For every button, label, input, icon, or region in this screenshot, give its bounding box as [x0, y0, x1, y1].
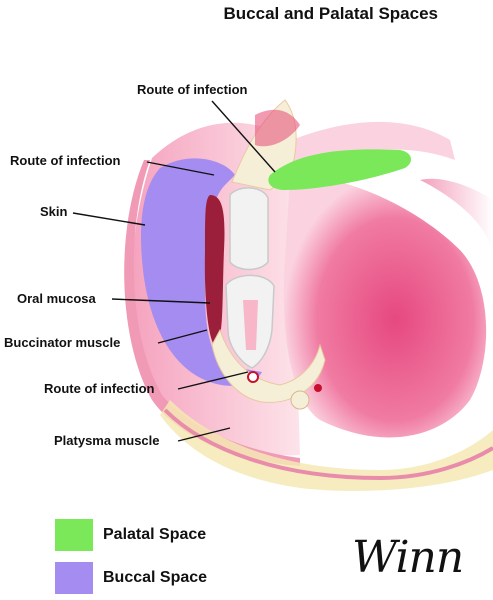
platysma-line: [163, 408, 493, 481]
palatal-space: [268, 149, 412, 190]
buccal-space: [141, 158, 262, 386]
leader-route-top: [211, 100, 276, 173]
label-route-of-infection-left: Route of infection: [10, 153, 121, 168]
legend-label-buccal: Buccal Space: [103, 569, 208, 586]
leader-route-left: [146, 161, 215, 176]
leader-oral-mucosa: [111, 298, 211, 304]
label-route-of-infection-bottom: Route of infection: [44, 381, 155, 396]
upper-tooth: [229, 187, 269, 271]
legend-label-palatal: Palatal Space: [103, 526, 207, 543]
label-buccinator-muscle: Buccinator muscle: [4, 335, 121, 350]
bone-speckle: [255, 109, 300, 147]
artist-signature: Winn: [352, 532, 464, 583]
legend-swatch-buccal: [55, 562, 93, 594]
mandibular-nerve: [290, 390, 310, 410]
label-skin: Skin: [40, 204, 68, 219]
leader-route-bottom: [177, 371, 249, 390]
label-oral-mucosa: Oral mucosa: [17, 291, 96, 306]
label-route-of-infection-top: Route of infection: [137, 82, 248, 97]
page-title: Buccal and Palatal Spaces: [223, 4, 439, 23]
oral-cavity: [283, 175, 487, 438]
leader-skin: [72, 212, 146, 226]
vessel-red: [247, 371, 259, 383]
legend-swatch-palatal: [55, 519, 93, 551]
right-fade: [420, 178, 493, 260]
leader-buccinator: [157, 329, 208, 344]
leader-lines: [72, 100, 276, 442]
platysma-region: [160, 400, 493, 491]
leader-platysma: [177, 427, 231, 442]
lower-pulp: [243, 300, 258, 350]
label-platysma-muscle: Platysma muscle: [54, 433, 160, 448]
oral-mucosa-strip: [204, 195, 225, 348]
vessel-small: [314, 384, 322, 392]
